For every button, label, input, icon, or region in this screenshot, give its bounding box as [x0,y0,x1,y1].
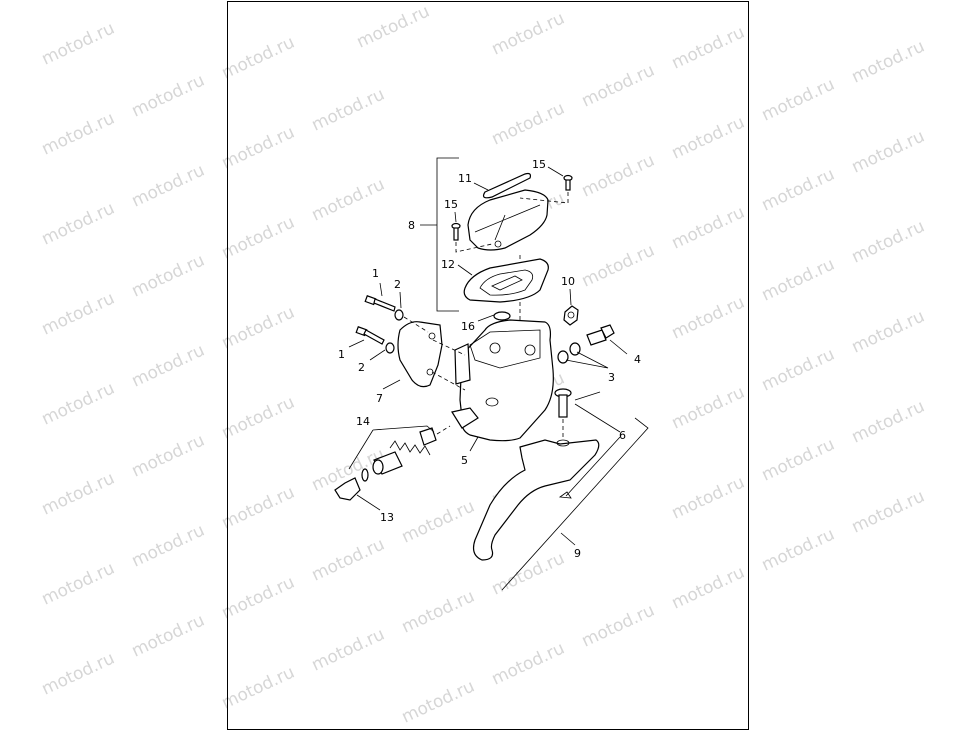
callout-5: 5 [461,454,468,467]
callout-3: 3 [608,371,615,384]
callout-6: 6 [619,429,626,442]
part-2-washer-upper [394,309,429,333]
callout-1-lower: 1 [338,348,345,361]
callout-2-lower: 2 [358,361,365,374]
part-2-washer-lower [385,339,466,391]
callout-10: 10 [561,275,575,288]
callout-1-upper: 1 [372,267,379,280]
bracket-8 [420,157,459,312]
part-6-pivot-pin [554,388,572,438]
part-3-washers [557,342,581,364]
callout-2-upper: 2 [394,278,401,291]
part-16-float [493,311,511,321]
callout-15-right: 15 [532,158,546,171]
part-13-boot [334,477,361,501]
callout-8: 8 [408,219,415,232]
diagram-frame [227,1,749,730]
part-11-sight-glass [482,172,532,199]
callout-16: 16 [461,320,475,333]
part-14-piston-assembly [361,425,451,482]
callout-15-left: 15 [444,198,458,211]
callout-11: 11 [458,172,472,185]
callout-13: 13 [380,511,394,524]
part-1-bolt-upper [364,295,396,312]
part-9-lever [472,439,600,561]
callout-12: 12 [441,258,455,271]
part-15-screw-left [451,222,493,253]
part-5-master-cylinder-body [451,319,554,442]
callout-14: 14 [356,415,370,428]
part-8-reservoir-cover [467,189,549,251]
callout-7: 7 [376,392,383,405]
part-10-cap [563,305,579,326]
callout-9: 9 [574,547,581,560]
part-4-banjo-bolt [586,324,615,346]
part-7-clamp [397,321,443,388]
part-15-screw-right [519,174,573,204]
part-12-diaphragm [463,255,549,320]
part-1-bolt-lower [355,326,385,345]
leader-lines [348,166,649,591]
callout-4: 4 [634,353,641,366]
